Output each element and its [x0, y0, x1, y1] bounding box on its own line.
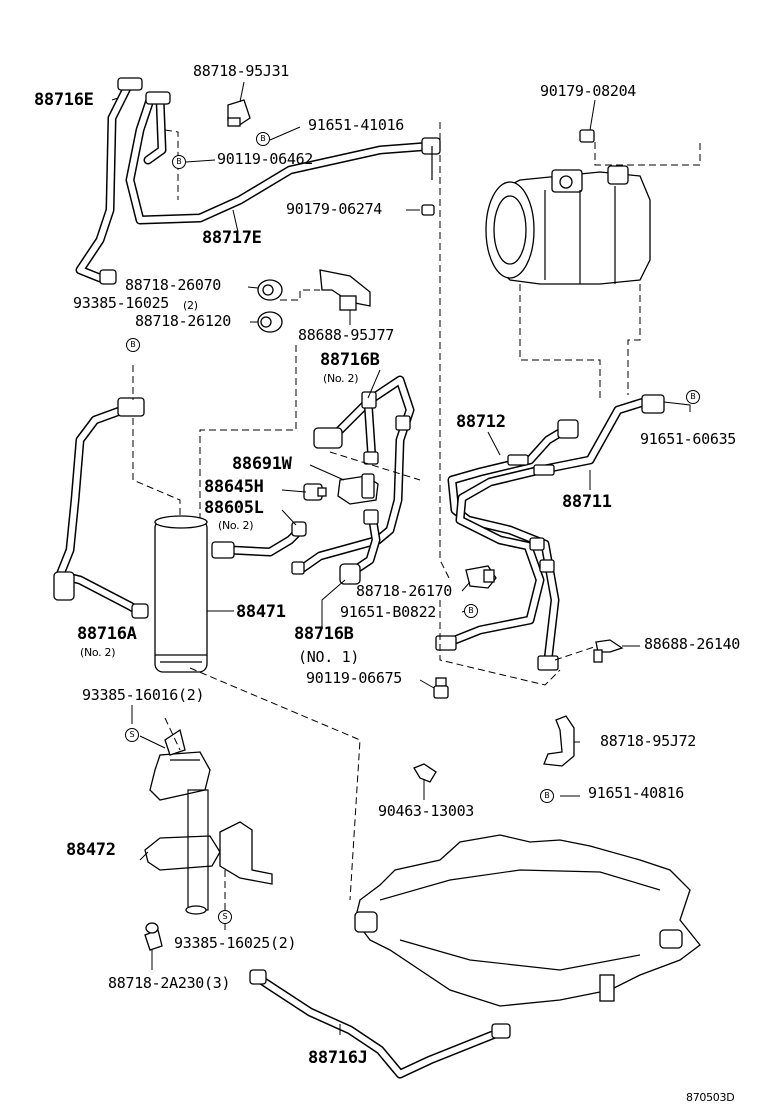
- label-91651-41016: 91651-41016: [308, 116, 405, 134]
- label-88472: 88472: [66, 840, 116, 860]
- label-88645H: 88645H: [204, 477, 264, 497]
- label-88716B-no2-sub: (No. 2): [323, 372, 359, 385]
- label-88716B-no1-sub: (NO. 1): [298, 648, 360, 666]
- evaporator-unit: [354, 834, 701, 1007]
- label-88716A-sub: (No. 2): [80, 646, 116, 659]
- harness-88605L: [211, 521, 307, 559]
- stud-marker-93385-16025: S: [218, 910, 232, 924]
- label-88605L: 88605L: [204, 498, 264, 518]
- bolt-marker-91651-60635: B: [686, 390, 700, 404]
- clamp-88718-26070: [257, 279, 283, 301]
- clamp-88718-95J31: [227, 99, 251, 127]
- label-90179-06274: 90179-06274: [286, 200, 383, 218]
- label-91651-60635: 91651-60635: [640, 430, 737, 448]
- label-88716B-no1: 88716B: [294, 624, 354, 644]
- label-88718-26070: 88718-26070: [125, 276, 222, 294]
- label-88712: 88712: [456, 412, 506, 432]
- label-88717E: 88717E: [202, 228, 262, 248]
- bracket-88688-26140: [593, 639, 624, 663]
- label-88716J: 88716J: [308, 1048, 368, 1068]
- leader-lines: [111, 81, 691, 1035]
- pipe-88716A: [53, 397, 149, 619]
- clip-90463-13003: [413, 763, 437, 783]
- bolt-marker-90119-06462: B: [172, 155, 186, 169]
- label-88711: 88711: [562, 492, 612, 512]
- compressor: [485, 129, 651, 285]
- label-88718-2A230: 88718-2A230(3): [108, 974, 231, 992]
- label-93385-16025-qty: (2): [183, 299, 198, 312]
- label-88718-95J31: 88718-95J31: [193, 62, 290, 80]
- bolt-marker-91651-40816: B: [540, 789, 554, 803]
- hose-88711-88712: [435, 394, 665, 671]
- label-88718-26120: 88718-26120: [135, 312, 232, 330]
- stud-marker-93385-16016: S: [125, 728, 139, 742]
- pipe-88716J: [249, 969, 511, 1079]
- pipe-88716B-no1: [339, 509, 381, 585]
- label-88716A: 88716A: [77, 624, 137, 644]
- clamp-88718-95J72: [543, 715, 575, 767]
- label-90119-06462: 90119-06462: [217, 150, 314, 168]
- bolt-marker-91651-B0822: B: [464, 604, 478, 618]
- label-93385-16025-2: 93385-16025(2): [174, 934, 297, 952]
- label-88716B-no2: 88716B: [320, 350, 380, 370]
- label-88716E: 88716E: [34, 90, 94, 110]
- receiver-88471: [154, 515, 208, 673]
- label-88718-95J72: 88718-95J72: [600, 732, 697, 750]
- pipe-88717E: [125, 91, 441, 225]
- pipe-88716B-no2: [291, 375, 415, 575]
- label-91651-40816: 91651-40816: [588, 784, 685, 802]
- bolt-90119-06675: [433, 677, 449, 699]
- bolt-marker-93385-16025: B: [126, 338, 140, 352]
- pipe-88716E: [75, 77, 143, 285]
- label-93385-16016: 93385-16016(2): [82, 686, 205, 704]
- label-90119-06675: 90119-06675: [306, 669, 403, 687]
- clamp-88718-2A230: [144, 922, 163, 951]
- clamp-88718-26120: [257, 311, 283, 333]
- label-88691W: 88691W: [232, 454, 292, 474]
- label-93385-16025: 93385-16025: [73, 294, 170, 312]
- bolt-marker-91651-41016: B: [256, 132, 270, 146]
- bracket-88472: [144, 728, 273, 915]
- label-90463-13003: 90463-13003: [378, 802, 475, 820]
- label-88688-26140: 88688-26140: [644, 635, 741, 653]
- switch-88645H: [303, 483, 327, 501]
- label-88605L-sub: (No. 2): [218, 519, 254, 532]
- label-88688-95J77: 88688-95J77: [298, 326, 395, 344]
- switch-88691W: [337, 473, 379, 505]
- label-91651-B0822: 91651-B0822: [340, 603, 437, 621]
- label-90179-08204: 90179-08204: [540, 82, 637, 100]
- clamp-88718-26170: [465, 565, 497, 589]
- bracket-88688-95J77: [319, 269, 371, 311]
- label-88471: 88471: [236, 602, 286, 622]
- diagram-code: 870503D: [686, 1091, 735, 1104]
- label-88718-26170: 88718-26170: [356, 582, 453, 600]
